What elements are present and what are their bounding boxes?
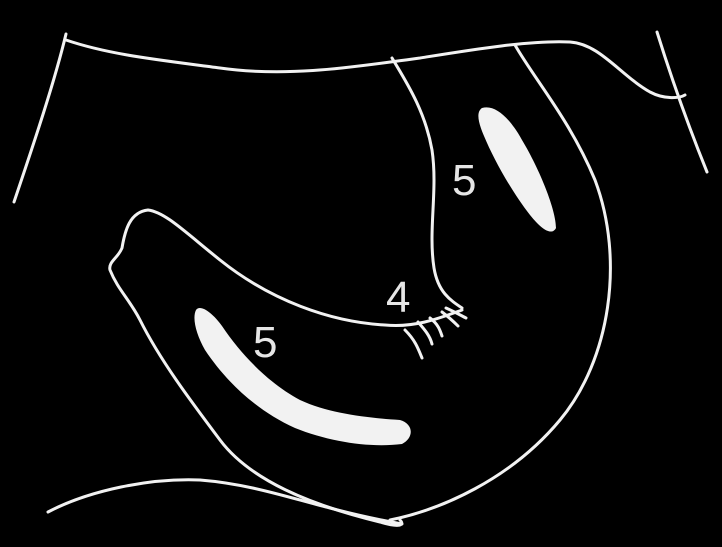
label-junction: 4 <box>386 273 410 322</box>
label-lower-band: 5 <box>253 318 277 367</box>
label-upper-band: 5 <box>452 156 476 205</box>
